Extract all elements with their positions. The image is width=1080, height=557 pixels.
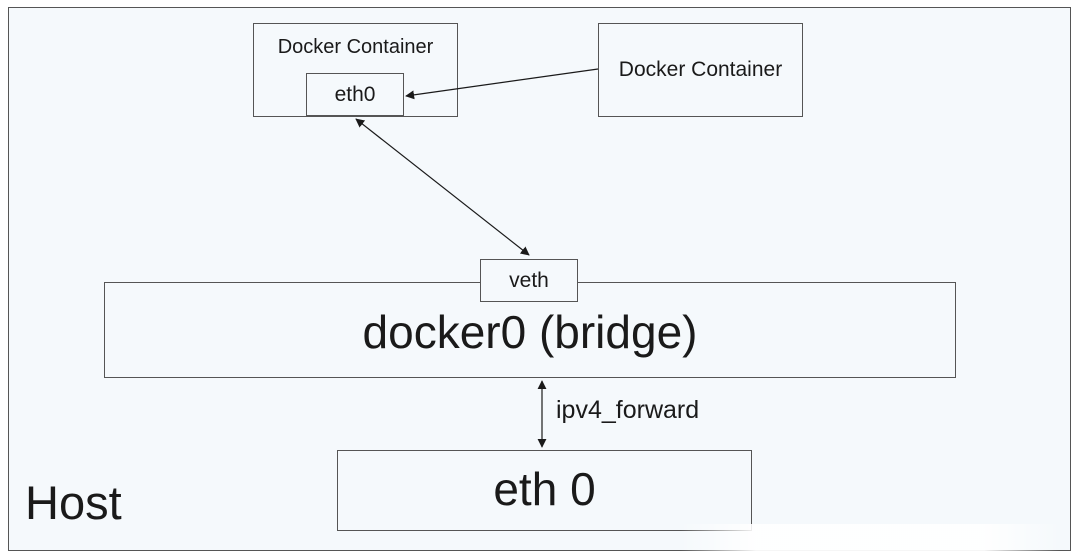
host-label: Host (25, 476, 122, 529)
veth-interface: veth (480, 259, 578, 302)
ipv4-forward-label: ipv4_forward (556, 396, 700, 424)
docker-container-other: Docker Container (598, 23, 803, 117)
host-eth0-interface: eth 0 (337, 450, 752, 531)
watermark-fade (680, 524, 1060, 554)
container-eth0-interface: eth0 (306, 73, 404, 116)
container-main-title: Docker Container (277, 36, 434, 58)
